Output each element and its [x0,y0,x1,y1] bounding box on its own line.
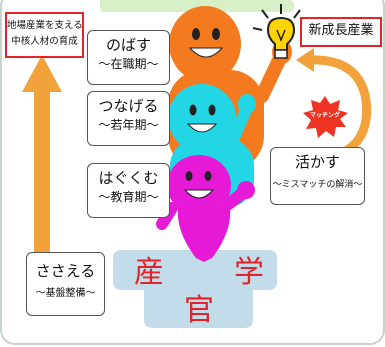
sasaeru-box: ささえる ～基盤整備～ [26,252,105,316]
tsunageru-box: つなげる ～若年期～ [87,91,170,146]
base-platform [113,250,277,328]
industry-kanji: 産 [134,255,164,290]
starburst-icon [303,96,348,138]
academia-kanji: 学 [234,255,264,290]
lightbulb-icon [252,4,301,59]
nobasu-sub: ～在職期～ [98,57,159,72]
government-kanji: 官 [184,293,214,328]
sasaeru-title: ささえる [35,262,96,280]
nobasu-box: のばす ～在職期～ [87,30,170,85]
ikasu-title: 活かす [294,153,340,171]
hagukumu-box: はぐくむ ～教育期～ [87,163,170,218]
ikasu-sub: ～ミスマッチの解消～ [272,180,363,191]
hagukumu-title: はぐくむ [98,169,159,187]
tsunageru-title: つなげる [98,97,159,115]
ikasu-box: 活かす ～ミスマッチの解消～ [270,147,365,205]
nobasu-title: のばす [105,36,151,54]
new-industry-label: 新成長産業 [308,23,374,38]
core-talent-box: 地場産業を支える 中核人材の育成 [5,12,84,58]
new-industry-box: 新成長産業 [300,17,382,47]
core-talent-line1: 地場産業を支える [7,20,83,31]
magenta-figure [156,155,255,262]
tsunageru-sub: ～若年期～ [98,118,159,133]
hagukumu-sub: ～教育期～ [98,190,159,205]
matching-label: マッチング [309,112,340,119]
up-arrow-icon [22,55,62,258]
sasaeru-sub: ～基盤整備～ [35,288,96,300]
top-band [100,0,294,12]
core-talent-line2: 中核人材の育成 [11,35,78,47]
